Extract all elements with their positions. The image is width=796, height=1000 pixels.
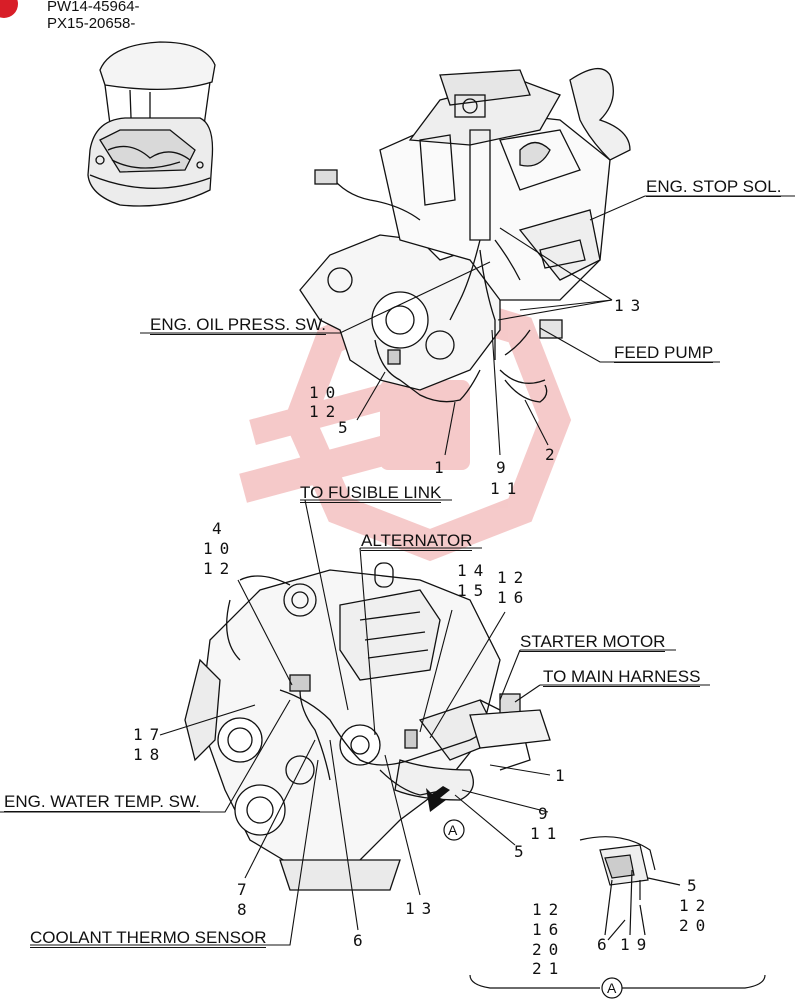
callout-lower-7: 7 [237, 880, 254, 899]
callout-lower-5: 5 [514, 842, 531, 861]
callout-lower-17: 17 [133, 725, 167, 744]
callout-lower-18: 18 [133, 745, 167, 764]
label-feed-pump: FEED PUMP [614, 343, 714, 363]
callout-lower-12b: 12 [497, 568, 531, 587]
callout-lower-1: 1 [555, 766, 572, 785]
callout-detail-21: 21 [532, 959, 566, 978]
corner-mark [0, 0, 18, 18]
label-alternator: ALTERNATOR [361, 531, 473, 551]
lower-leader-lines [0, 499, 710, 946]
callout-lower-8: 8 [237, 900, 254, 919]
label-eng-water-temp-sw: ENG. WATER TEMP. SW. [4, 792, 200, 812]
view-arrow [426, 786, 465, 841]
label-eng-oil-press-sw: ENG. OIL PRESS. SW. [150, 315, 327, 335]
callout-detail-6: 6 [597, 935, 614, 954]
callout-top-13: 13 [614, 296, 648, 315]
label-to-main-harness: TO MAIN HARNESS [543, 667, 701, 687]
callout-detail-12b: 12 [532, 900, 566, 919]
callout-lower-6: 6 [353, 931, 370, 950]
upper-leader-lines [140, 195, 795, 456]
label-coolant-thermo-sensor: COOLANT THERMO SENSOR [30, 928, 267, 948]
callout-top-5: 5 [338, 418, 355, 437]
callout-lower-12: 12 [203, 559, 237, 578]
callout-detail-5: 5 [687, 876, 704, 895]
callout-lower-10: 10 [203, 539, 237, 558]
callout-lower-14: 14 [457, 561, 491, 580]
callout-top-11: 11 [490, 479, 524, 498]
upper-engine-drawing [299, 68, 631, 403]
callout-lower-11: 11 [530, 824, 564, 843]
serial-number-1: PW14-45964- [47, 0, 140, 15]
callout-lower-4: 4 [212, 519, 229, 538]
callout-top-1: 1 [434, 458, 451, 477]
callout-detail-12a: 12 [679, 896, 713, 915]
callout-detail-20b: 20 [532, 940, 566, 959]
callout-detail-19: 19 [620, 935, 654, 954]
callout-lower-16: 16 [497, 588, 531, 607]
callout-top-9: 9 [496, 458, 513, 477]
serial-number-2: PX15-20658- [47, 15, 136, 32]
machine-thumbnail [87, 41, 216, 207]
lower-engine-drawing [184, 562, 551, 891]
callout-top-2: 2 [545, 445, 562, 464]
callout-top-10: 10 [309, 383, 343, 402]
view-marker-a-detail: A [607, 980, 617, 996]
detail-view-a [469, 836, 766, 999]
label-eng-stop-sol: ENG. STOP SOL. [646, 177, 782, 197]
callout-detail-20a: 20 [679, 916, 713, 935]
label-starter-motor: STARTER MOTOR [520, 632, 666, 652]
callout-lower-9: 9 [538, 804, 555, 823]
label-to-fusible-link: TO FUSIBLE LINK [300, 483, 442, 503]
callout-lower-13: 13 [405, 899, 439, 918]
callout-lower-15: 15 [457, 581, 491, 600]
view-marker-a: A [448, 822, 458, 838]
callout-top-12: 12 [309, 402, 343, 421]
callout-detail-16: 16 [532, 920, 566, 939]
